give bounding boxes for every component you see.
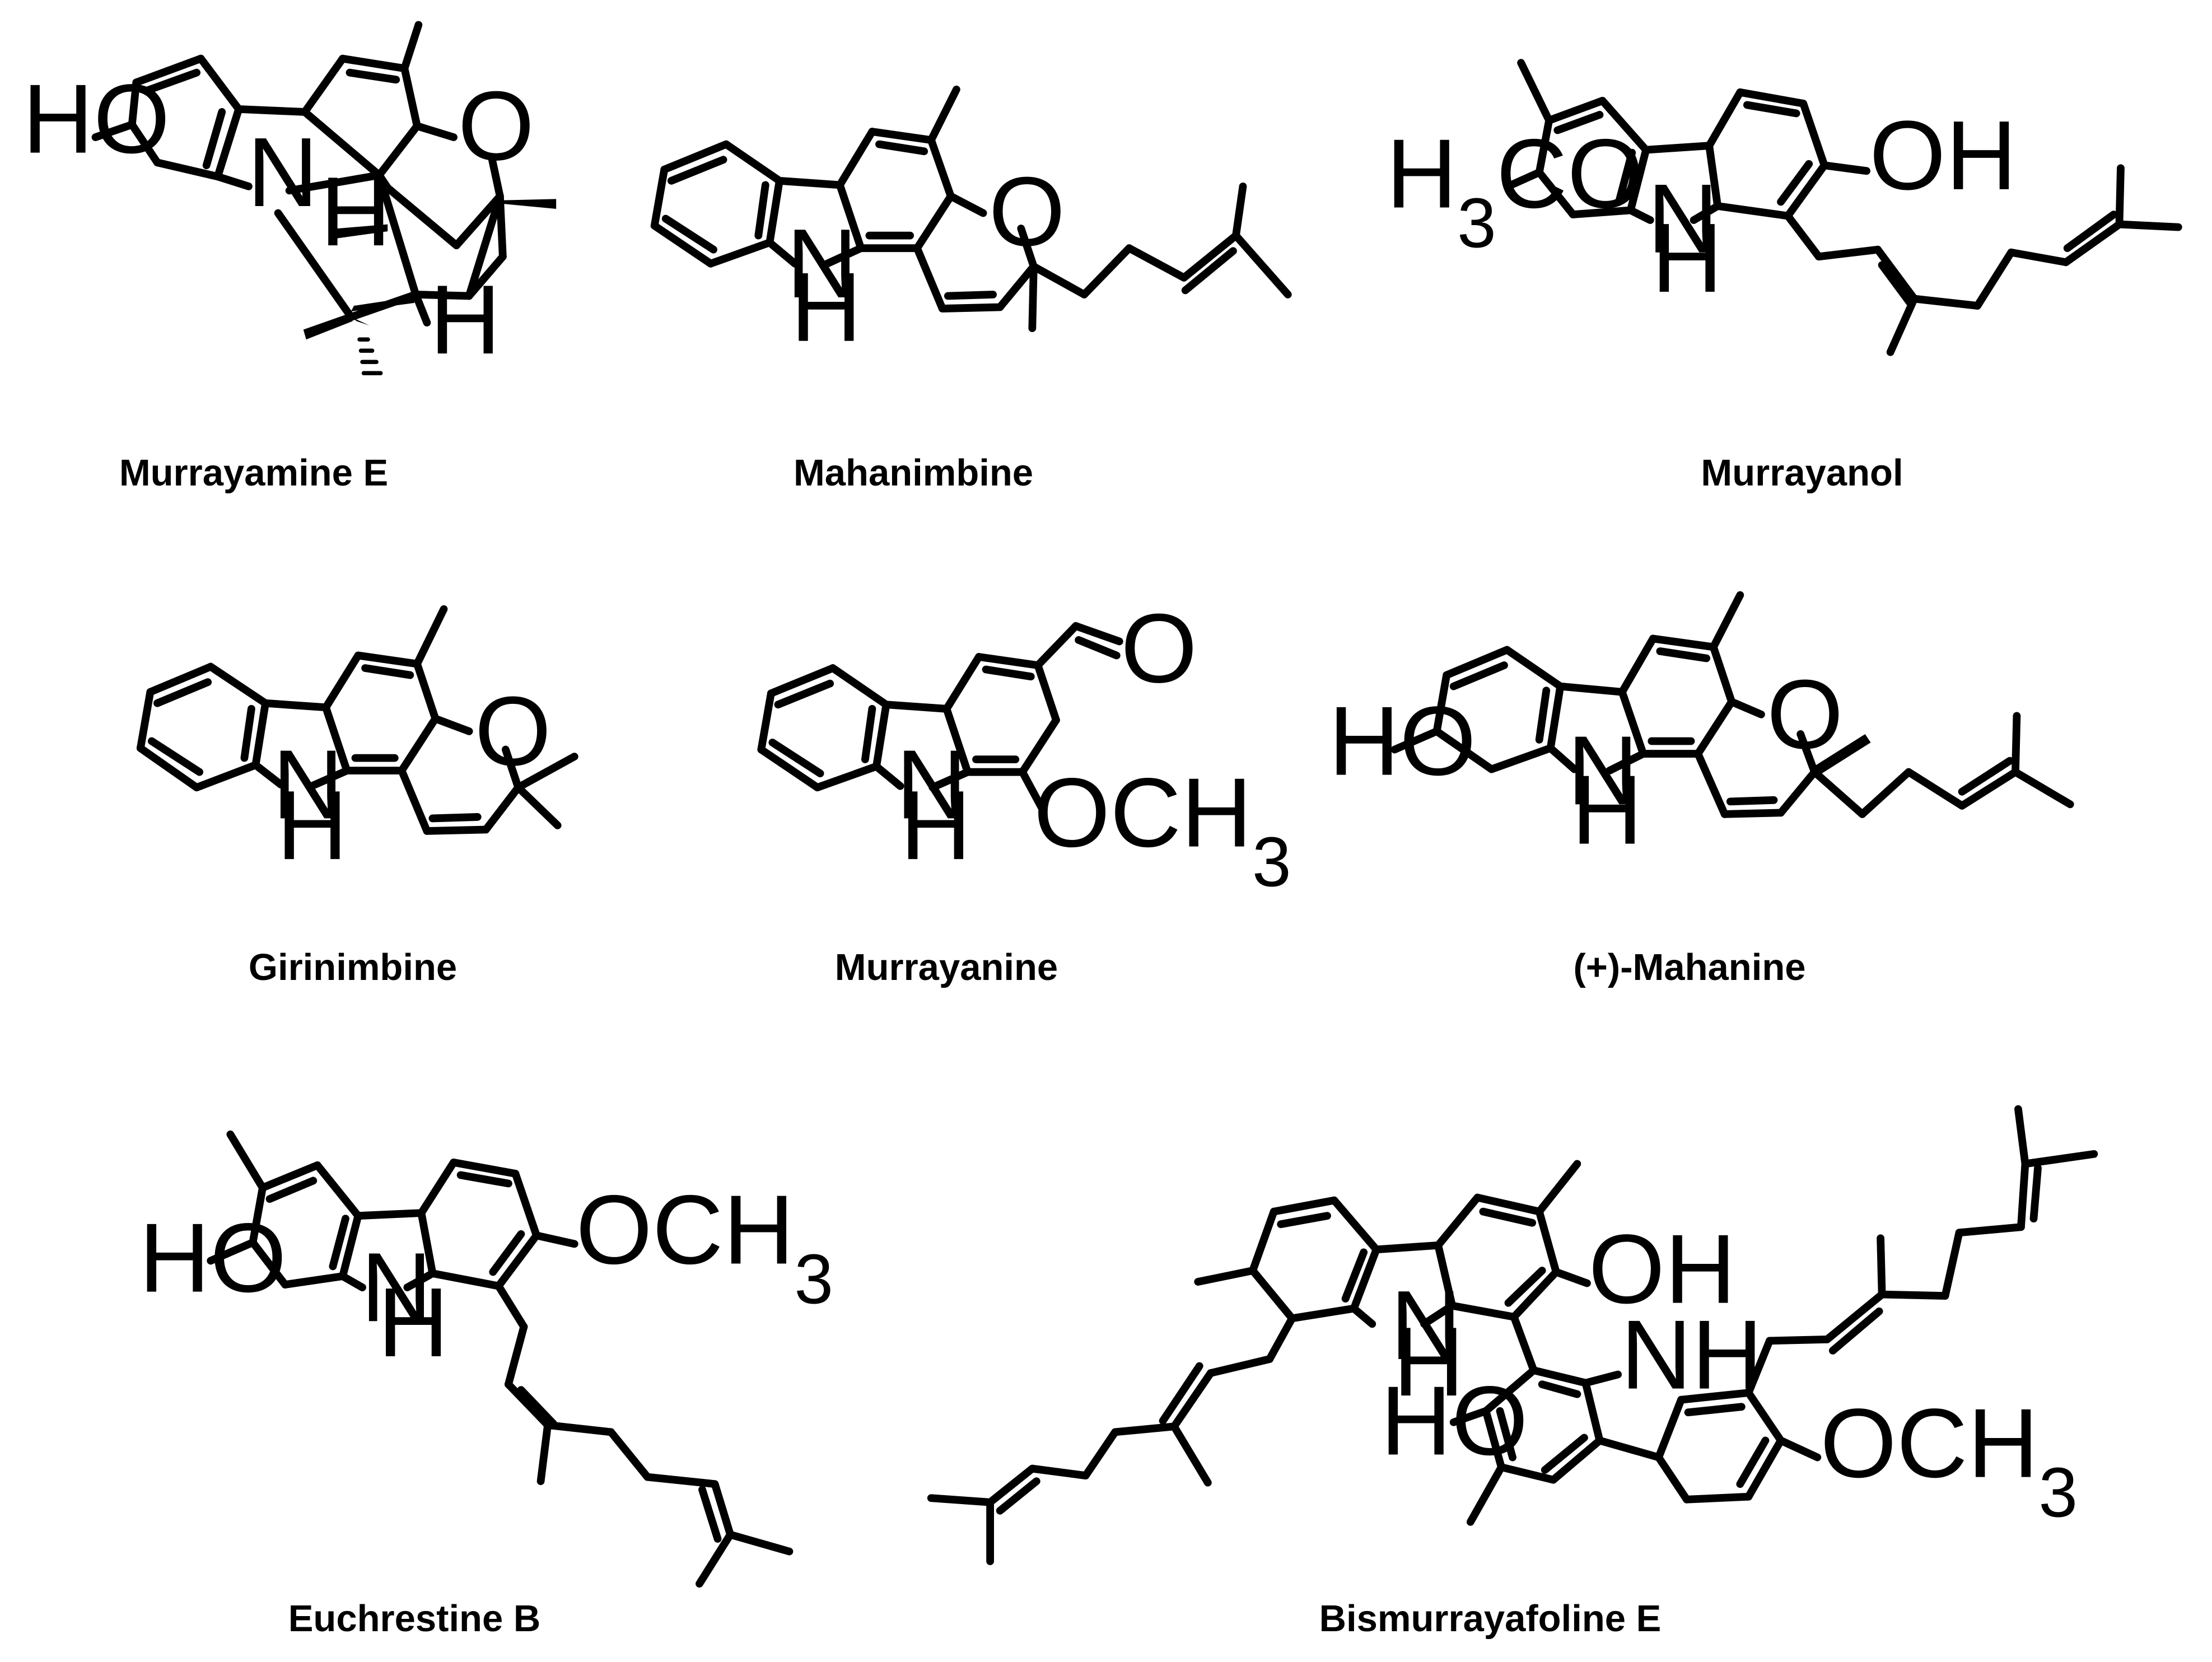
nitrogen-label: N xyxy=(247,118,318,227)
hydrogen-label: H xyxy=(791,253,862,362)
hydrogen-label: H xyxy=(378,1268,449,1378)
methoxy-label: H3CO xyxy=(1386,119,1644,262)
nitrogen-label: N xyxy=(1567,716,1639,825)
nitrogen-label: N xyxy=(786,209,857,319)
structure-murrayanine: O N H OCH3 xyxy=(757,594,1291,901)
methoxy-label: OCH3 xyxy=(1034,758,1291,901)
hydrogen-label: H xyxy=(1393,1307,1464,1417)
hydrogen-label: H xyxy=(277,771,348,880)
hydrogen-label: H xyxy=(430,265,501,375)
compound-name-murrayamine-e: Murrayamine E xyxy=(119,452,389,494)
methoxy-label: OCH3 xyxy=(1820,1389,2078,1532)
hydroxyl-label: OH xyxy=(1588,1215,1735,1324)
methoxy-label: OCH3 xyxy=(576,1175,833,1318)
oxygen-label: O xyxy=(989,157,1066,267)
nitrogen-label: N xyxy=(273,730,344,839)
structure-mahanimbine: O N H xyxy=(650,85,1292,362)
structure-euchrestine-b: HO OCH3 N H xyxy=(139,1130,833,1588)
hydrogen-label: H xyxy=(1571,755,1642,865)
compound-name-mahanine: (+)-Mahanine xyxy=(1573,946,1806,988)
compound-name-girinimbine: Girinimbine xyxy=(248,946,458,988)
hydrogen-label: H xyxy=(1651,203,1723,313)
hydrogen-label: H xyxy=(320,157,391,267)
structure-murrayamine-e: HO N O H H xyxy=(22,21,557,376)
oxygen-label: O xyxy=(1121,594,1197,703)
hydroxyl-label: HO xyxy=(22,64,170,174)
compound-name-murrayanol: Murrayanol xyxy=(1701,452,1903,494)
nitrogen-label: N xyxy=(1390,1271,1462,1380)
hydrogen-label: H xyxy=(900,771,972,880)
oxygen-label: O xyxy=(458,71,535,181)
amine-label: NH xyxy=(1621,1300,1763,1410)
nitrogen-label: N xyxy=(1648,164,1719,274)
structure-bismurrayafoline-e: N H OH NH HO OCH3 xyxy=(927,1105,2098,1566)
hydroxyl-label: HO xyxy=(1380,1366,1528,1476)
compound-name-mahanimbine: Mahanimbine xyxy=(793,452,1034,494)
hydroxyl-label: HO xyxy=(139,1203,286,1313)
hydroxyl-label: OH xyxy=(1869,101,2017,211)
structure-murrayanol: H3CO OH N H xyxy=(1386,59,2182,356)
oxygen-label: O xyxy=(1767,660,1844,769)
compound-name-bismurrayafoline-e: Bismurrayafoline E xyxy=(1319,1598,1662,1640)
compound-name-euchrestine-b: Euchrestine B xyxy=(288,1598,541,1640)
hydroxyl-label: HO xyxy=(1329,687,1476,796)
nitrogen-label: N xyxy=(896,730,967,839)
structure-girinimbine: O N H xyxy=(136,605,578,880)
structure-mahanine: HO O N H xyxy=(1329,591,2074,865)
oxygen-label: O xyxy=(475,676,552,786)
compound-name-murrayanine: Murrayanine xyxy=(834,946,1058,988)
nitrogen-label: N xyxy=(361,1233,432,1342)
